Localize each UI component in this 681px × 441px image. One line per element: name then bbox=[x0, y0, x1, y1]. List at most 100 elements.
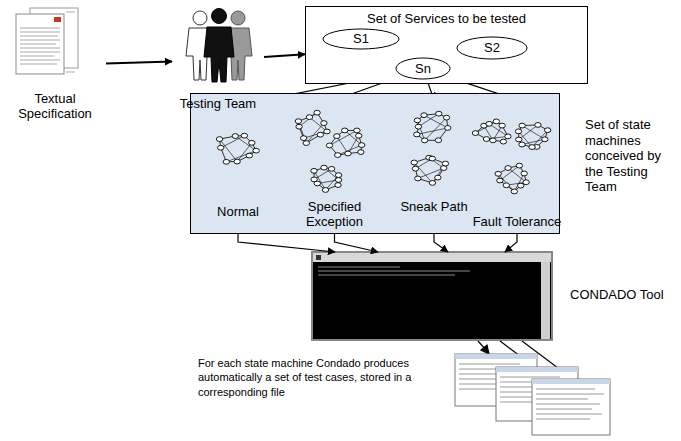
state-circle bbox=[311, 168, 317, 173]
state-circle bbox=[515, 129, 521, 134]
state-machine: Fault Tolerance bbox=[468, 100, 566, 230]
console-lines bbox=[318, 267, 470, 275]
service-ellipse: Sn bbox=[395, 57, 451, 80]
title-bar bbox=[496, 367, 578, 372]
state-circle bbox=[442, 161, 448, 166]
state-circle bbox=[493, 119, 499, 124]
service-ellipse: S1 bbox=[322, 28, 400, 50]
ellipse-shape bbox=[323, 29, 399, 49]
state-circle bbox=[414, 118, 420, 123]
state-circle bbox=[435, 175, 441, 180]
state-machine: Specified Exception bbox=[282, 100, 387, 230]
service-ellipse: S2 bbox=[456, 36, 528, 60]
connector-arrow bbox=[264, 54, 305, 57]
transition-line bbox=[414, 162, 432, 182]
state-circle bbox=[414, 132, 420, 137]
state-machine: Normal bbox=[198, 105, 278, 220]
state-circle bbox=[216, 137, 222, 142]
state-circle bbox=[443, 115, 449, 120]
state-circle bbox=[334, 134, 340, 139]
transition-line bbox=[500, 166, 519, 181]
text-lines bbox=[20, 12, 75, 72]
state-circle bbox=[545, 128, 551, 133]
state-circle bbox=[322, 188, 328, 193]
node-label: Specified Exception bbox=[282, 199, 387, 230]
state-circle bbox=[415, 176, 421, 181]
state-circle bbox=[518, 183, 524, 188]
state-machine-icon bbox=[395, 100, 473, 215]
side-label: Set of state machines conceived by the T… bbox=[583, 116, 679, 196]
state-circle bbox=[241, 133, 247, 138]
document-icon bbox=[16, 8, 78, 74]
state-circle bbox=[429, 156, 435, 161]
state-circle bbox=[519, 123, 525, 128]
state-circle bbox=[511, 189, 517, 194]
state-circle bbox=[342, 128, 348, 133]
state-machine-icon bbox=[468, 100, 566, 230]
state-circle bbox=[429, 181, 435, 186]
state-circle bbox=[317, 132, 323, 137]
person bbox=[204, 9, 234, 83]
state-circle bbox=[542, 137, 548, 142]
state-circle bbox=[486, 121, 492, 126]
state-machine: Sneak Path bbox=[395, 100, 473, 215]
state-machine-panel: Set of state machines conceived by the T… bbox=[190, 93, 560, 234]
state-circle bbox=[490, 138, 496, 143]
state-circle bbox=[345, 151, 351, 156]
state-circle bbox=[321, 121, 327, 126]
node-label: S2 bbox=[484, 40, 500, 56]
transition-line bbox=[348, 136, 359, 154]
state-circle bbox=[516, 137, 522, 142]
state-circle bbox=[306, 115, 312, 120]
state-circle bbox=[311, 177, 317, 182]
console-window bbox=[312, 252, 552, 340]
state-circle bbox=[334, 153, 340, 158]
note-text: For each state machine Condado produces … bbox=[198, 356, 423, 399]
state-circle bbox=[505, 166, 511, 171]
state-circle bbox=[529, 145, 535, 150]
state-circle bbox=[516, 163, 522, 168]
ellipse-shape bbox=[457, 37, 527, 59]
file-window bbox=[532, 379, 610, 435]
people-icon bbox=[186, 9, 252, 83]
state-circle bbox=[503, 183, 509, 188]
state-circle bbox=[234, 159, 240, 164]
state-circle bbox=[223, 159, 229, 164]
state-circle bbox=[326, 143, 332, 148]
node-label: Fault Tolerance bbox=[473, 214, 562, 230]
state-circle bbox=[497, 178, 503, 183]
connector-arrow bbox=[106, 61, 172, 63]
state-circle bbox=[335, 173, 341, 178]
state-circle bbox=[499, 123, 505, 128]
state-circle bbox=[324, 129, 330, 134]
state-circle bbox=[521, 171, 527, 176]
state-circle bbox=[303, 141, 309, 146]
node-label: Textual Specification bbox=[4, 91, 106, 122]
node-label: Sn bbox=[415, 61, 431, 77]
title-bar bbox=[532, 379, 610, 384]
side-label: CONDADO Tool bbox=[568, 286, 681, 304]
state-circle bbox=[335, 183, 341, 188]
state-circle bbox=[495, 171, 501, 176]
state-circle bbox=[356, 133, 362, 138]
node-label: Sneak Path bbox=[400, 199, 467, 215]
people-node: Testing Team bbox=[172, 8, 264, 112]
state-circle bbox=[246, 153, 252, 158]
state-circle bbox=[421, 113, 427, 118]
state-circle bbox=[523, 180, 529, 185]
state-circle bbox=[415, 124, 421, 129]
transition-line bbox=[418, 114, 438, 127]
state-circle bbox=[328, 166, 334, 171]
state-circle bbox=[505, 134, 511, 139]
state-circle bbox=[500, 139, 506, 144]
state-machine-icon bbox=[198, 105, 278, 220]
state-circle bbox=[321, 165, 327, 170]
document-node: Textual Specification bbox=[4, 8, 106, 122]
scroll-bar bbox=[541, 262, 550, 339]
node-label: Set of Services to be tested bbox=[306, 11, 587, 27]
transition-line bbox=[237, 143, 252, 162]
state-circle bbox=[232, 134, 238, 139]
state-circle bbox=[535, 123, 541, 128]
output-file bbox=[532, 379, 610, 435]
state-circle bbox=[358, 150, 364, 155]
